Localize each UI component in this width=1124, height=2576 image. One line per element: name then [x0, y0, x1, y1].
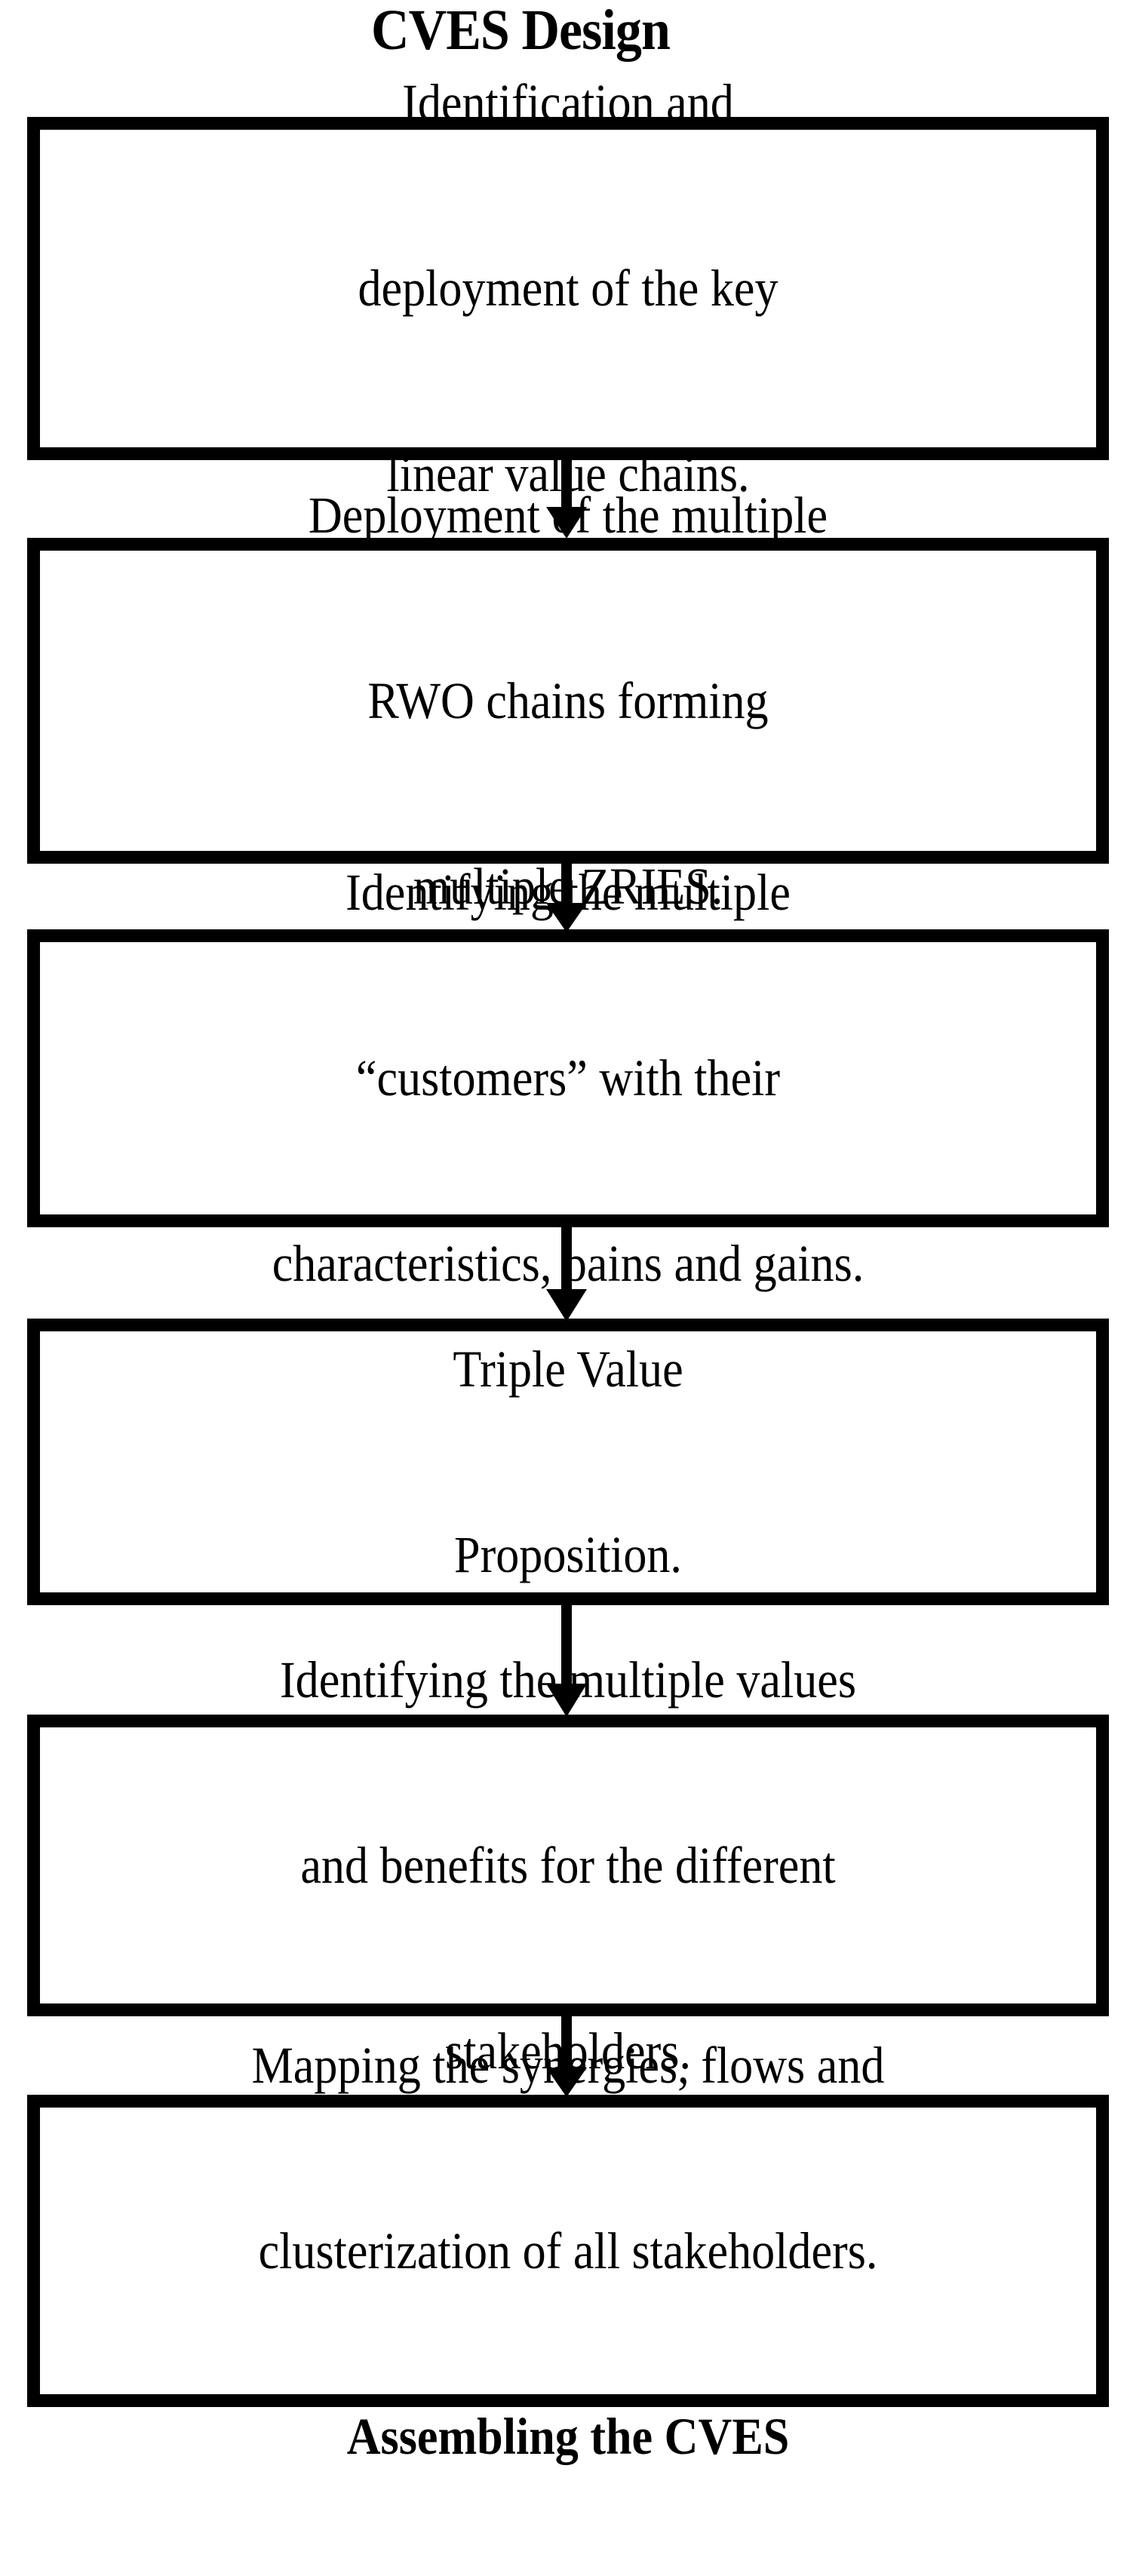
- flow-step-line: deployment of the key: [358, 259, 779, 317]
- flow-step-text-1: Identification and deployment of the key…: [93, 0, 1043, 613]
- flow-step-line: Identification and: [402, 74, 734, 131]
- flow-step-line: and benefits for the different: [300, 1836, 836, 1894]
- flow-step-line: Deployment of the multiple: [308, 486, 828, 544]
- flow-step-text-6: Mapping the synergies, flows and cluster…: [93, 1927, 1043, 2576]
- flow-step-box-2: Deployment of the multiple RWO chains fo…: [27, 487, 1109, 915]
- flow-step-line: Proposition.: [454, 1525, 682, 1583]
- flow-step-line: characteristics, pains and gains.: [272, 1235, 864, 1292]
- flow-step-line: clusterization of all stakeholders.: [258, 2221, 878, 2280]
- flow-step-box-3: Identifying the multiple “customers” wit…: [27, 864, 1109, 1292]
- page-title: CVES Design: [371, 0, 671, 62]
- flow-step-line: Triple Value: [453, 1340, 683, 1398]
- flow-step-line: linear value chains.: [386, 445, 750, 502]
- flow-step-text-4: Triple Value Proposition.: [93, 1230, 1043, 1694]
- flow-step-line: Identifying the multiple values: [279, 1650, 856, 1709]
- flow-step-emphasis-line: Assembling the CVES: [346, 2407, 790, 2465]
- flow-step-line: Identifying the multiple: [345, 864, 791, 921]
- flow-step-box-1: Identification and deployment of the key…: [27, 74, 1109, 502]
- flow-step-box-5: Identifying the multiple values and bene…: [27, 1651, 1109, 2080]
- cves-design-flowchart: CVES Design Identification and deploymen…: [27, 0, 1109, 2465]
- flow-step-text-2: Deployment of the multiple RWO chains fo…: [93, 376, 1043, 1026]
- flow-step-line: Mapping the synergies, flows and: [251, 2036, 885, 2094]
- flow-step-text-3: Identifying the multiple “customers” wit…: [93, 754, 1043, 1403]
- flow-step-box-4: Triple Value Proposition.: [27, 1319, 1109, 1605]
- flow-step-line: “customers” with their: [355, 1049, 781, 1107]
- flow-step-box-6: Mapping the synergies, flows and cluster…: [27, 2037, 1109, 2465]
- flow-step-line: multiple ZRIES.: [413, 857, 723, 915]
- flow-step-line: RWO chains forming: [367, 671, 769, 729]
